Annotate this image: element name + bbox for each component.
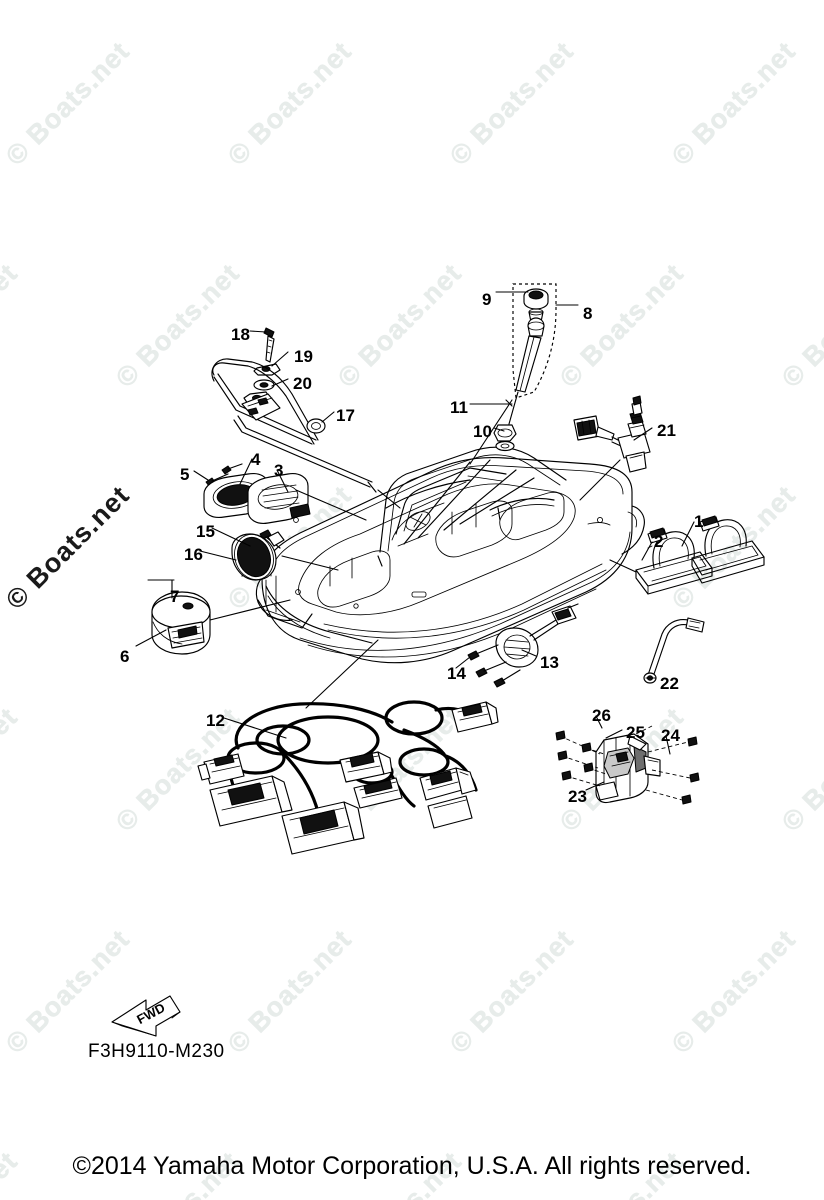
harness-connector-bottom <box>281 801 365 855</box>
harness-connector-right-lower <box>427 795 473 829</box>
callout-number-21: 21 <box>657 421 676 440</box>
callout-number-14: 14 <box>447 664 466 683</box>
callout-number-26: 26 <box>592 706 611 725</box>
callout-number-16: 16 <box>184 545 203 564</box>
copyright-notice: ©2014 Yamaha Motor Corporation, U.S.A. A… <box>72 1152 752 1180</box>
item-22-lanyard <box>643 617 705 684</box>
item-6-drain-fitting <box>151 591 211 655</box>
callout-number-6: 6 <box>120 647 130 666</box>
item-4-vent-assembly <box>203 463 311 524</box>
harness-connector-left-upper <box>197 753 245 785</box>
item-8-ski-pole-assembly <box>493 283 557 452</box>
item-17-handrail-assembly <box>211 327 377 493</box>
callout-number-13: 13 <box>540 653 559 672</box>
callout-number-20: 20 <box>293 374 312 393</box>
callout-number-24: 24 <box>661 726 680 745</box>
boat-hull-illustration <box>255 446 645 664</box>
leader-lines <box>135 291 695 791</box>
harness-connector-right <box>419 767 477 801</box>
callout-number-25: 25 <box>626 723 645 742</box>
part-number: F3H9110-M230 <box>88 1041 225 1062</box>
harness-connector-left-lower <box>209 775 293 827</box>
callout-number-3: 3 <box>274 461 284 480</box>
harness-connector-mid <box>353 777 403 809</box>
callout-number-4: 4 <box>251 450 261 469</box>
callout-number-17: 17 <box>336 406 355 425</box>
callout-number-11: 11 <box>450 398 468 417</box>
fwd-arrow-icon <box>111 995 181 1037</box>
callout-number-5: 5 <box>180 465 190 484</box>
item-23-bracket-assembly <box>555 725 700 805</box>
callout-number-22: 22 <box>660 674 679 693</box>
item-1-step-rack <box>635 515 765 595</box>
harness-connector-right-upper <box>451 701 499 733</box>
callout-number-1: 1 <box>694 512 704 531</box>
callout-number-10: 10 <box>473 422 492 441</box>
callout-number-15: 15 <box>196 522 215 541</box>
callout-number-2: 2 <box>654 532 664 551</box>
item-16-speaker-assembly <box>231 529 285 581</box>
callout-number-12: 12 <box>206 711 225 730</box>
callout-number-8: 8 <box>583 304 593 323</box>
item-13-sensor <box>467 603 579 688</box>
callout-number-7: 7 <box>170 587 180 606</box>
item-21-sensor-assembly <box>573 395 651 473</box>
callout-number-9: 9 <box>482 290 492 309</box>
callout-number-19: 19 <box>294 347 313 366</box>
harness-connector-center-small <box>339 751 393 783</box>
callout-number-23: 23 <box>568 787 587 806</box>
callout-number-18: 18 <box>231 325 250 344</box>
item-12-wiring-harness <box>197 700 499 855</box>
